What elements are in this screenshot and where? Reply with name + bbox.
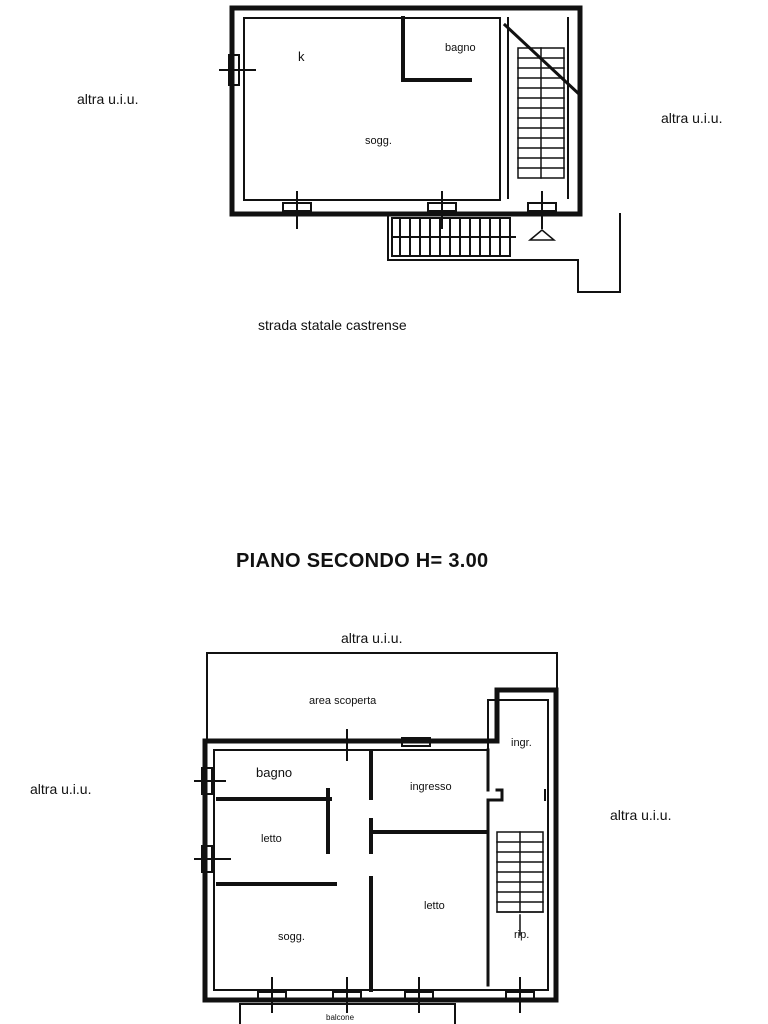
top-window-bottom [282,191,557,229]
storage-label: rip. [514,929,530,941]
street-label: strada statale castrense [258,317,407,333]
second-stair-treads [496,831,544,936]
top-stair-treads [517,47,565,179]
top-living-label: sogg. [365,135,392,147]
balcony-outline [239,1003,456,1024]
second-bath-label: bagno [256,765,293,780]
top-window-left [219,54,256,86]
open-area-label: area scoperta [309,695,377,707]
top-outer-wall [229,5,583,217]
balcony-label: balcone [326,1013,355,1022]
top-left-neighbor-label: altra u.i.u. [77,91,139,107]
top-bath-label: bagno [445,42,476,54]
second-outer-wall [202,687,559,1003]
second-left-neighbor-label: altra u.i.u. [30,781,92,797]
second-right-neighbor-label: altra u.i.u. [610,807,672,823]
second-floor-title: PIANO SECONDO H= 3.00 [236,550,489,572]
top-exterior-stair [387,213,621,293]
small-entry-label: ingr. [511,737,532,749]
second-floor-plan [194,652,559,1024]
stair-core-wall [486,748,504,987]
second-window-top [346,729,431,761]
top-floor-plan [219,5,621,293]
top-bath-partition [401,16,472,82]
second-window-left [194,767,231,873]
open-area-outline [206,652,558,742]
top-right-neighbor-label: altra u.i.u. [661,110,723,126]
bedroom-1-label: letto [261,833,282,845]
hall-label: ingresso [410,781,452,793]
top-stair-wall [507,17,569,199]
top-stair-rail [502,22,583,98]
second-window-bottom [257,977,535,1013]
top-inner-wall [243,17,501,201]
top-kitchen-label: k [298,49,305,64]
living-label: sogg. [278,931,305,943]
second-top-neighbor-label: altra u.i.u. [341,630,403,646]
bedroom-2-label: letto [424,900,445,912]
